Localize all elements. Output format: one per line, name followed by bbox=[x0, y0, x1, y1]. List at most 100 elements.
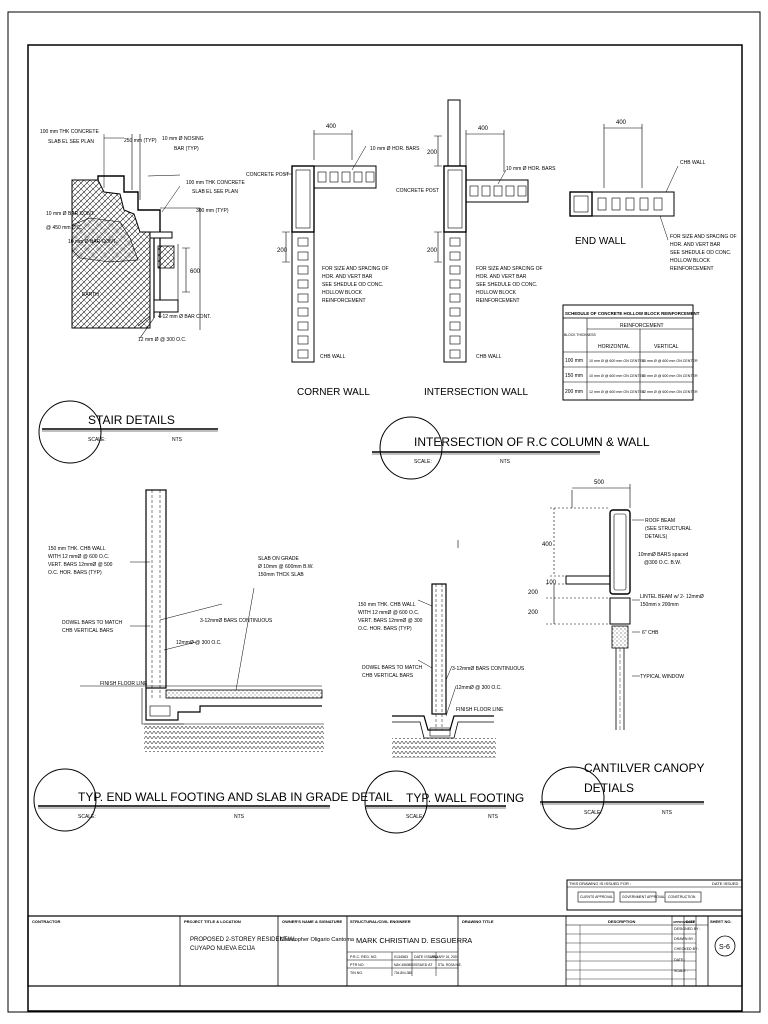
stair-label-8: 10 mm Ø BAR CONT. bbox=[46, 211, 95, 217]
end-footing-label-2: WITH 12 mmØ @ 600 O.C. bbox=[48, 554, 109, 560]
column-wall-scale-label: SCALE: bbox=[414, 459, 432, 465]
canopy-label-1: ROOF BEAM bbox=[645, 518, 675, 524]
outer-border bbox=[7, 11, 761, 1013]
stair-title: STAIR DETAILS bbox=[88, 413, 175, 427]
corner-post-label: CONCRETE POST bbox=[246, 172, 289, 178]
schedule-row2-h: 10 mm Ø @ 600 mm ON CENTER bbox=[589, 374, 645, 378]
contractor-label: CONTRACTOR bbox=[32, 919, 60, 924]
schedule-col-block: BLOCK THICKNESS bbox=[564, 333, 597, 337]
wall-footing-detail: 150 mm THK. CHB WALL WITH 12 mmØ @ 600 O… bbox=[358, 540, 525, 834]
end-footing-label-4: O.C. HOR. BARS (TYP) bbox=[48, 570, 102, 576]
wall-footing-label-5: DOWEL BARS TO MATCH bbox=[362, 665, 422, 671]
end-chb-label: CHB WALL bbox=[680, 160, 706, 166]
intersection-dim-200b: 200 bbox=[427, 248, 438, 254]
end-wall-footing-detail: 150 mm THK. CHB WALL WITH 12 mmØ @ 600 O… bbox=[33, 489, 393, 832]
stair-label-7: 300 mm (TYP) bbox=[196, 208, 229, 214]
drawing-title-label: DRAWING TITLE bbox=[462, 919, 494, 924]
intersection-blocks-v bbox=[449, 237, 461, 359]
canopy-dim-500: 500 bbox=[594, 480, 605, 486]
canopy-label-3: DETAILS) bbox=[645, 534, 667, 540]
wall-footing-title-bubble bbox=[364, 770, 428, 834]
sheet-number-bubble bbox=[714, 935, 736, 957]
end-note-5: REINFORCEMENT bbox=[670, 266, 714, 272]
end-footing-title-bubble bbox=[33, 768, 97, 832]
end-footing-scale-value: NTS bbox=[234, 814, 245, 820]
intersection-note-1: FOR SIZE AND SPACING OF bbox=[476, 266, 543, 272]
corner-note-5: REINFORCEMENT bbox=[322, 298, 366, 304]
column-wall-scale-value: NTS bbox=[500, 459, 511, 465]
schedule-row2-t: 150 mm bbox=[565, 373, 583, 379]
end-footing-label-1: 150 mm THK. CHB WALL bbox=[48, 546, 106, 552]
wall-footing-label-6: CHB VERTICAL BARS bbox=[362, 673, 414, 679]
tin-value: 734-804-385 bbox=[394, 971, 412, 975]
end-footing-label-10: 3-12mmØ BARS CONTINUOUS bbox=[200, 618, 273, 624]
canopy-label-4: 10mmØ BARS spaced bbox=[638, 552, 689, 558]
column-wall-title: INTERSECTION OF R.C COLUMN & WALL bbox=[414, 435, 650, 449]
wall-footing-label-4: O.C. HOR. BARS (TYP) bbox=[358, 626, 412, 632]
owner-label: OWNER'S NAME & SIGNATURE bbox=[282, 919, 343, 924]
corner-note-4: HOLLOW BLOCK bbox=[322, 290, 363, 296]
corner-dim-200: 200 bbox=[277, 248, 288, 254]
corner-blocks-h bbox=[317, 171, 375, 183]
stair-dim-top: 250 mm (TYP) bbox=[124, 138, 157, 144]
schedule-row2-v: 10 mm Ø @ 600 mm ON CENTER bbox=[642, 374, 698, 378]
canopy-label-5: @300 O.C. B.W. bbox=[644, 560, 681, 566]
intersection-note-4: HOLLOW BLOCK bbox=[476, 290, 517, 296]
date-label: DATE ISSUED bbox=[414, 955, 438, 959]
stair-earth-label: EARTH bbox=[82, 292, 99, 298]
end-footing-scale-label: SCALE: bbox=[78, 814, 96, 820]
intersection-note-3: SEE SHEDULE OD CONC. bbox=[476, 282, 537, 288]
end-footing-label-5: DOWEL BARS TO MATCH bbox=[62, 620, 122, 626]
tin-label: TIN NO. bbox=[350, 971, 363, 975]
wall-footing-label-2: WITH 12 mmØ @ 600 O.C. bbox=[358, 610, 419, 616]
corner-note-1: FOR SIZE AND SPACING OF bbox=[322, 266, 389, 272]
corner-dim-400: 400 bbox=[326, 124, 337, 130]
canopy-dim-200b: 200 bbox=[528, 610, 539, 616]
end-note-4: HOLLOW BLOCK bbox=[670, 258, 711, 264]
intersection-note-5: REINFORCEMENT bbox=[476, 298, 520, 304]
canopy-label-8: 6" CHB bbox=[642, 630, 659, 636]
corner-note-3: SEE SHEDULE OD CONC. bbox=[322, 282, 383, 288]
canopy-label-9: TYPICAL WINDOW bbox=[640, 674, 684, 680]
canopy-label-6: LINTEL BEAM w/ 2- 12mmØ bbox=[640, 594, 704, 600]
prc-value: 0134583 bbox=[394, 955, 408, 959]
end-note-1: FOR SIZE AND SPACING OF bbox=[670, 234, 737, 240]
drawn-label: DRAWN BY : bbox=[674, 937, 695, 941]
corner-note-2: HOR. AND VERT BAR bbox=[322, 274, 373, 280]
description-label: DESCRIPTION bbox=[608, 919, 635, 924]
intersection-dim-200a: 200 bbox=[427, 150, 438, 156]
issue-block: THIS DRAWING IS ISSUED FOR : DATE ISSUED… bbox=[566, 879, 743, 911]
wall-footing-title: TYP. WALL FOOTING bbox=[406, 791, 524, 805]
end-blocks bbox=[597, 197, 663, 211]
canopy-label-7: 150mm x 200mm bbox=[640, 602, 679, 608]
approved-label: APPROVED BY bbox=[673, 920, 695, 924]
sheet-no-label: SHEET NO. bbox=[710, 919, 732, 924]
inner-border bbox=[27, 44, 743, 1012]
end-wall-name: END WALL bbox=[575, 236, 626, 247]
date-value: JANUARY 16, 2020 bbox=[430, 955, 458, 959]
canopy-detail: 500 400 100 200 200 ROOF BEAM (SEE STRUC… bbox=[528, 480, 704, 830]
canopy-dim-400: 400 bbox=[542, 542, 553, 548]
intersection-wall-name: INTERSECTION WALL bbox=[424, 387, 529, 398]
prc-label: P.R.C. REG. NO. bbox=[350, 955, 377, 959]
issue-date: DATE ISSUED bbox=[712, 881, 738, 886]
schedule-group-header: REINFORCEMENT bbox=[620, 323, 664, 329]
stair-title-bubble bbox=[38, 400, 102, 464]
wall-footing-scale-label: SCALE: bbox=[406, 814, 424, 820]
project-label: PROJECT TITLE & LOCATION bbox=[184, 919, 241, 924]
stair-label-2: SLAB EL SEE PLAN bbox=[48, 139, 94, 145]
engineer-label: STRUCTURAL/CIVIL ENGINEER bbox=[350, 919, 411, 924]
canopy-dim-100: 100 bbox=[546, 580, 557, 586]
stair-label-12: 12 mm Ø @ 300 O.C. bbox=[138, 337, 186, 343]
canopy-title-bubble bbox=[541, 766, 605, 830]
wall-footing-scale-value: NTS bbox=[488, 814, 499, 820]
stair-label-10: 10 mm Ø BAR CONT. bbox=[68, 239, 117, 245]
schedule-row1-v: 10 mm Ø @ 600 mm ON CENTER bbox=[642, 359, 698, 363]
owner-name: Christopher Oligario Cantoma bbox=[280, 937, 355, 943]
stair-scale-value: NTS bbox=[172, 437, 183, 443]
end-footing-label-9: 150mm THCK SLAB bbox=[258, 572, 304, 578]
schedule-row1-h: 10 mm Ø @ 600 mm ON CENTER bbox=[589, 359, 645, 363]
stair-label-3: 10 mm Ø NOSING bbox=[162, 136, 204, 142]
engineer-name: MARK CHRISTIAN D. ESGUERRA bbox=[356, 936, 472, 945]
intersection-wall-detail: 400 200 200 10 mm Ø HOR. BARS CONCRETE P… bbox=[396, 99, 556, 398]
